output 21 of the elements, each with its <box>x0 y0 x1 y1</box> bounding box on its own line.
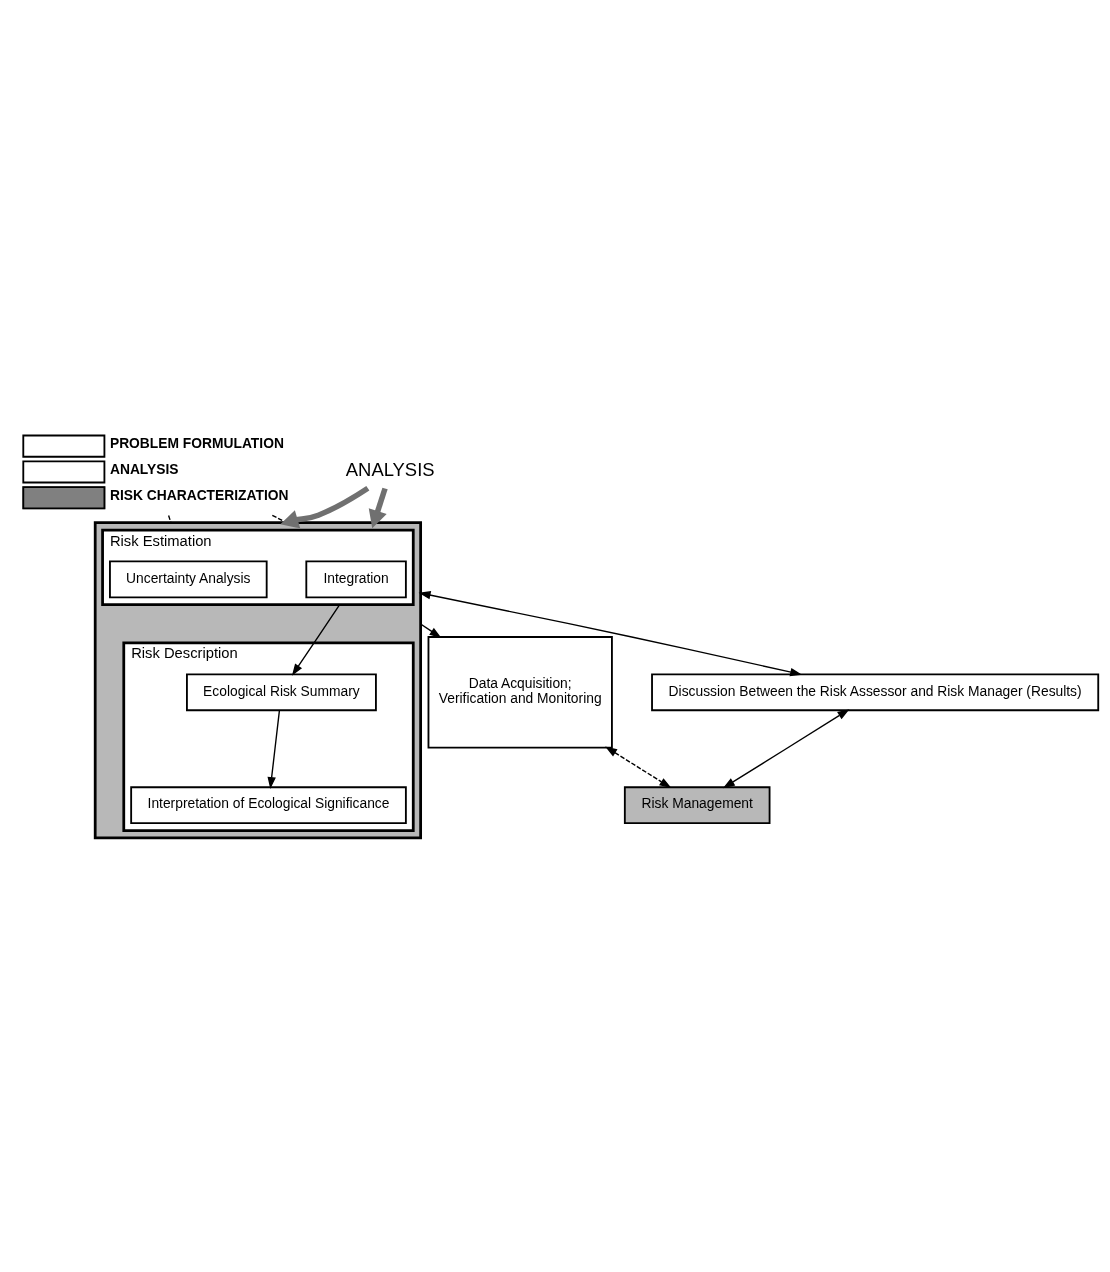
node-box: Discussion Between the Risk Assessor and Risk Manager (Results) <box>651 672 1100 711</box>
arrow <box>419 622 442 638</box>
node-box: Ecological Risk Summary <box>186 672 377 711</box>
arrow <box>722 708 850 788</box>
node-label: PROBLEM FORMULATION <box>109 434 284 451</box>
node-label: ANALYSIS <box>109 460 179 477</box>
arrow <box>368 487 388 528</box>
node-box: Risk Management <box>623 785 771 824</box>
node-text: ANALYSIS <box>345 458 435 480</box>
connector <box>167 514 172 523</box>
node-label: RISK CHARACTERIZATION <box>109 486 289 503</box>
node-box: Interpretation of Ecological Significance <box>130 785 407 824</box>
node-box: Integration <box>305 559 407 598</box>
arrow <box>605 746 672 788</box>
cluster <box>93 520 422 839</box>
arrow <box>418 590 803 676</box>
arrow <box>267 709 281 789</box>
node-box: Data Acquisition; Verification and Monitoring <box>427 635 613 748</box>
arrow <box>280 485 370 528</box>
arrow <box>291 603 341 676</box>
node-box: Uncertainty Analysis <box>109 559 268 598</box>
